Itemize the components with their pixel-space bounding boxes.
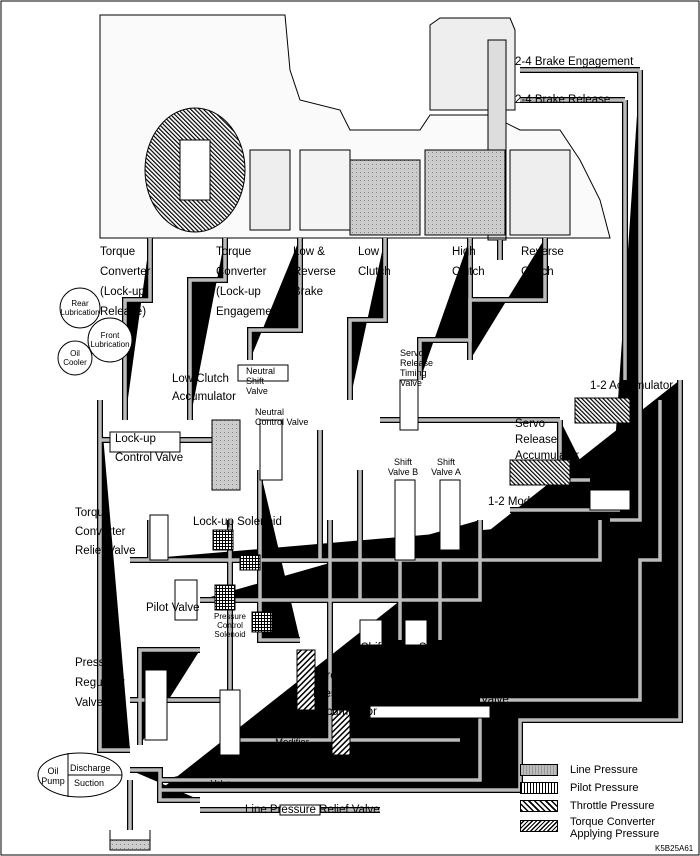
label-suction: Suction (74, 778, 105, 788)
pressure-modifier-valve-body (296, 649, 316, 711)
neutral-shift-valve-body (237, 364, 289, 382)
oil-pan (109, 839, 151, 851)
lockup-control-valve-body (109, 431, 181, 453)
oil-cooler-circle (57, 340, 93, 376)
label-24-brake-engagement: 2-4 Brake Engagement (515, 56, 634, 68)
line-pressure-relief-valve-body (279, 804, 321, 816)
shift-valve-a-body (439, 479, 461, 551)
servo-release-accumulator-body (509, 459, 571, 486)
manual-valve-positions: P R N D 2 1 (364, 691, 407, 697)
label-12-modulator-valve: 1-2 Modulator Valve (488, 496, 591, 508)
low-clutch-accumulator-body (211, 419, 241, 491)
label-pilot-valve: Pilot Valve (146, 602, 200, 614)
legend-swatch (520, 820, 558, 832)
legend-throttle-pressure: Throttle Pressure (520, 800, 654, 812)
front-lubrication-circle (87, 317, 133, 363)
label-12-accumulator: 1-2 Accumulator (590, 380, 674, 392)
shift-valve-b-body (394, 479, 416, 561)
legend-swatch (520, 764, 558, 776)
label-line-pressure-relief-valve: Line Pressure Relief Valve (245, 804, 380, 816)
label-manual-valve: Manual Valve (440, 694, 509, 706)
transmission-housing (99, 14, 611, 241)
legend-swatch (520, 800, 558, 812)
shift-solenoid-b-body (359, 619, 383, 646)
rear-lubrication-circle (59, 287, 101, 329)
legend-line-pressure: Line Pressure (520, 764, 638, 776)
legend-pilot-pressure: Pilot Pressure (520, 782, 638, 794)
accumulator-control-valve-body (219, 689, 241, 756)
label-lockup-solenoid: Lock-up Solenoid (193, 516, 282, 528)
12-modulator-valve-body (589, 489, 631, 511)
throttle-pressure-accumulator-body (331, 709, 351, 756)
lockup-solenoid-body (212, 529, 234, 551)
shift-solenoid-a-body (404, 619, 428, 646)
manual-valve-body (369, 705, 491, 719)
legend-swatch (520, 782, 558, 794)
pressure-regulator-valve-body (144, 669, 168, 741)
label-discharge: Discharge (70, 763, 111, 773)
12-accumulator-body (574, 397, 631, 424)
servo-release-timing-valve-body (399, 379, 419, 431)
components (37, 287, 631, 851)
tc-relief-valve-body (149, 514, 169, 561)
neutral-control-valve-body (259, 419, 283, 481)
figure-id: K5B25A61 (655, 844, 694, 853)
pressure-control-solenoid-body (214, 584, 236, 611)
label-24-brake-release: 2-4 Brake Release (515, 94, 611, 106)
pilot-valve-body (174, 579, 198, 621)
